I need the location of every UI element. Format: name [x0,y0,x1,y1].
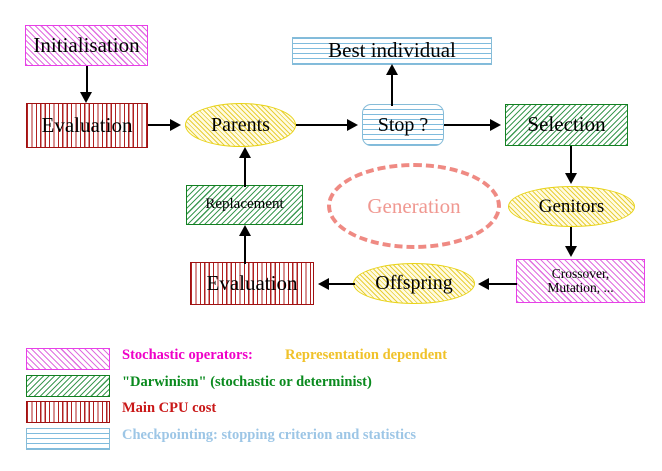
legend-label-representation-dependent: Representation dependent [285,347,448,363]
edge-operators-to-offspring-arrow [478,278,489,290]
node-parents-label: Parents [211,113,270,136]
edge-offspring-to-eval-arrow [318,278,329,290]
node-parents[interactable]: Parents [185,103,296,147]
legend-swatch-checkpointing [26,428,110,450]
edge-stop-to-best [391,70,393,106]
node-operators[interactable]: Crossover, Mutation, ... [516,259,645,303]
edge-genitors-to-operators-arrow [565,246,577,257]
legend-label-darwinism: "Darwinism" (stochastic or determinist) [122,374,372,390]
edge-eval-to-parents [148,124,172,126]
edge-eval-to-parents-arrow [170,119,181,131]
node-best-individual-label: Best individual [328,38,456,63]
node-operators-label-line1: Crossover, [551,266,610,282]
edge-init-to-eval-arrow [80,92,92,103]
edge-genitors-to-operators [570,227,572,247]
edge-offspring-to-eval [329,283,355,285]
edge-selection-to-genitors-arrow [565,173,577,184]
node-genitors[interactable]: Genitors [508,186,635,227]
legend-label-stochastic-operators: Stochastic operators: [122,347,253,363]
node-offspring-label: Offspring [375,272,453,295]
node-evaluation-bottom[interactable]: Evaluation [190,262,314,305]
edge-stop-to-selection [444,124,491,126]
edge-stop-to-selection-arrow [490,119,501,131]
legend-label-checkpointing: Checkpointing: stopping criterion and st… [122,427,417,443]
node-stop-label: Stop ? [377,113,429,136]
legend-swatch-cpu-cost [26,401,110,423]
edge-replacement-to-parents-arrow [239,147,251,158]
node-selection[interactable]: Selection [505,104,628,146]
node-selection-label: Selection [527,112,606,137]
edge-selection-to-genitors [570,146,572,176]
node-initialisation-label: Initialisation [33,32,140,57]
node-evaluation-bottom-label: Evaluation [206,270,298,295]
legend-label-cpu-cost: Main CPU cost [122,400,217,416]
edge-eval-to-replacement-arrow [239,225,251,236]
node-replacement-label: Replacement [205,196,284,213]
node-best-individual[interactable]: Best individual [292,37,492,65]
edge-eval-to-replacement [244,232,246,264]
node-generation-ring: Generation [327,163,501,249]
edge-replacement-to-parents [244,155,246,187]
node-replacement[interactable]: Replacement [186,185,303,225]
legend-swatch-darwinism [26,375,110,397]
node-evaluation-top[interactable]: Evaluation [26,103,148,148]
node-initialisation[interactable]: Initialisation [25,25,148,66]
legend-swatch-stochastic-operators [26,348,110,370]
node-evaluation-top-label: Evaluation [41,112,133,137]
edge-stop-to-best-arrow [386,64,398,75]
edge-operators-to-offspring [489,283,517,285]
node-operators-label-line2: Mutation, ... [547,280,614,295]
node-genitors-label: Genitors [538,195,605,217]
node-generation-label: Generation [367,193,461,218]
node-stop[interactable]: Stop ? [362,104,444,146]
node-offspring[interactable]: Offspring [353,263,475,304]
edge-init-to-eval [86,66,88,96]
edge-parents-to-stop [296,124,348,126]
edge-parents-to-stop-arrow [347,119,358,131]
